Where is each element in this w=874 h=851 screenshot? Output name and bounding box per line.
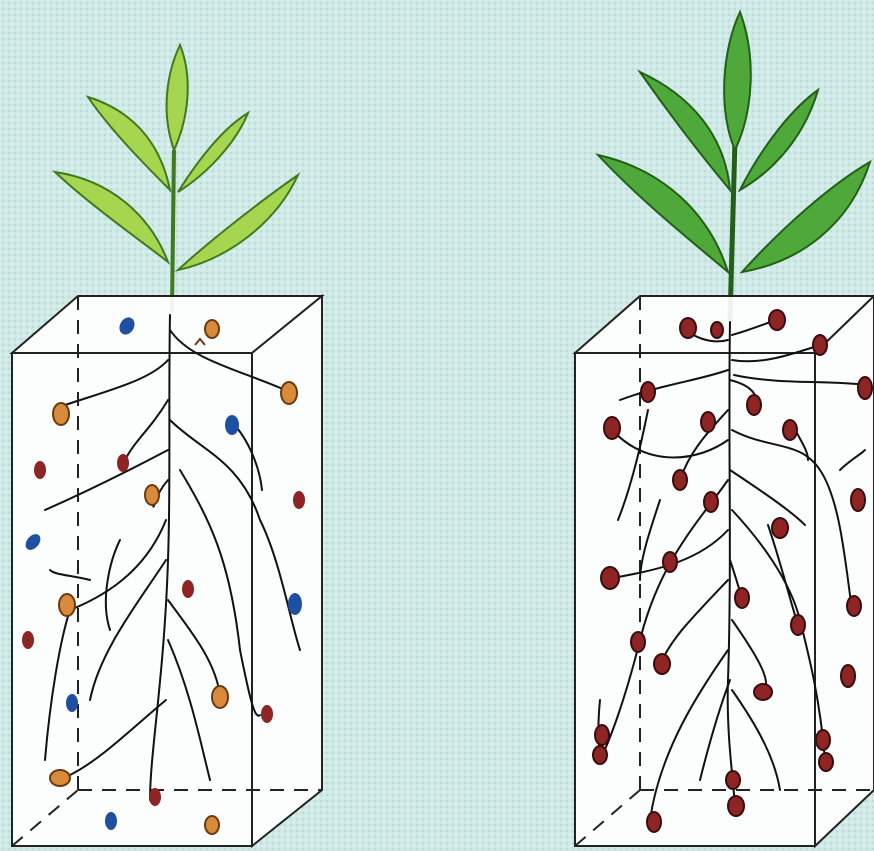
nodule bbox=[34, 461, 46, 479]
right-leaf-upper-right bbox=[740, 90, 818, 190]
nodule bbox=[205, 320, 219, 338]
right-leaf-top bbox=[724, 12, 751, 150]
nodule bbox=[680, 318, 696, 338]
right-plant bbox=[575, 12, 874, 846]
nodule bbox=[858, 377, 872, 399]
nodule bbox=[791, 615, 805, 635]
left-stem bbox=[172, 150, 174, 312]
nodule bbox=[819, 753, 833, 771]
nodule bbox=[288, 593, 302, 615]
nodule bbox=[66, 694, 78, 712]
nodule bbox=[59, 594, 75, 616]
left-leaf-upper-left bbox=[88, 97, 170, 190]
nodule bbox=[205, 816, 219, 834]
nodule bbox=[847, 596, 861, 616]
nodule bbox=[105, 812, 117, 830]
left-leaf-top bbox=[167, 45, 188, 150]
nodule bbox=[726, 771, 740, 789]
left-leaf-upper-right bbox=[178, 113, 248, 192]
nodule bbox=[816, 730, 830, 750]
nodule bbox=[701, 412, 715, 432]
right-leaf-lower-left bbox=[598, 155, 728, 272]
left-leaves bbox=[55, 45, 298, 270]
nodule bbox=[601, 567, 619, 589]
nodule bbox=[604, 417, 620, 439]
right-leaf-upper-left bbox=[640, 72, 730, 190]
nodule bbox=[631, 632, 645, 652]
right-stem bbox=[730, 140, 735, 320]
nodule bbox=[735, 588, 749, 608]
nodule bbox=[225, 415, 239, 435]
nodule bbox=[647, 812, 661, 832]
nodule bbox=[212, 686, 228, 708]
right-shoot bbox=[598, 12, 870, 320]
nodule bbox=[711, 322, 723, 338]
nodule bbox=[783, 420, 797, 440]
nodule bbox=[595, 725, 609, 745]
nodule bbox=[772, 518, 788, 538]
nodule bbox=[22, 631, 34, 649]
left-leaf-lower-right bbox=[178, 175, 298, 270]
nodule bbox=[813, 335, 827, 355]
nodule bbox=[182, 580, 194, 598]
nodule bbox=[145, 485, 159, 505]
nodule bbox=[654, 654, 670, 674]
nodule bbox=[841, 665, 855, 687]
nodule bbox=[293, 491, 305, 509]
nodule bbox=[851, 489, 865, 511]
nodule bbox=[754, 684, 772, 700]
nodule bbox=[53, 403, 69, 425]
nodule bbox=[641, 382, 655, 402]
left-shoot bbox=[55, 45, 298, 312]
nodule bbox=[728, 796, 744, 816]
left-plant bbox=[12, 45, 322, 846]
nodule bbox=[593, 746, 607, 764]
nodule bbox=[149, 788, 161, 806]
nodule bbox=[704, 492, 718, 512]
nodule bbox=[117, 454, 129, 472]
nodule bbox=[261, 705, 273, 723]
nodule bbox=[281, 382, 297, 404]
nodule bbox=[673, 470, 687, 490]
right-leaf-lower-right bbox=[742, 162, 870, 272]
nodule bbox=[747, 395, 761, 415]
left-leaf-lower-left bbox=[55, 172, 168, 262]
nodule bbox=[50, 770, 70, 786]
nodule bbox=[663, 552, 677, 572]
nodule bbox=[769, 310, 785, 330]
